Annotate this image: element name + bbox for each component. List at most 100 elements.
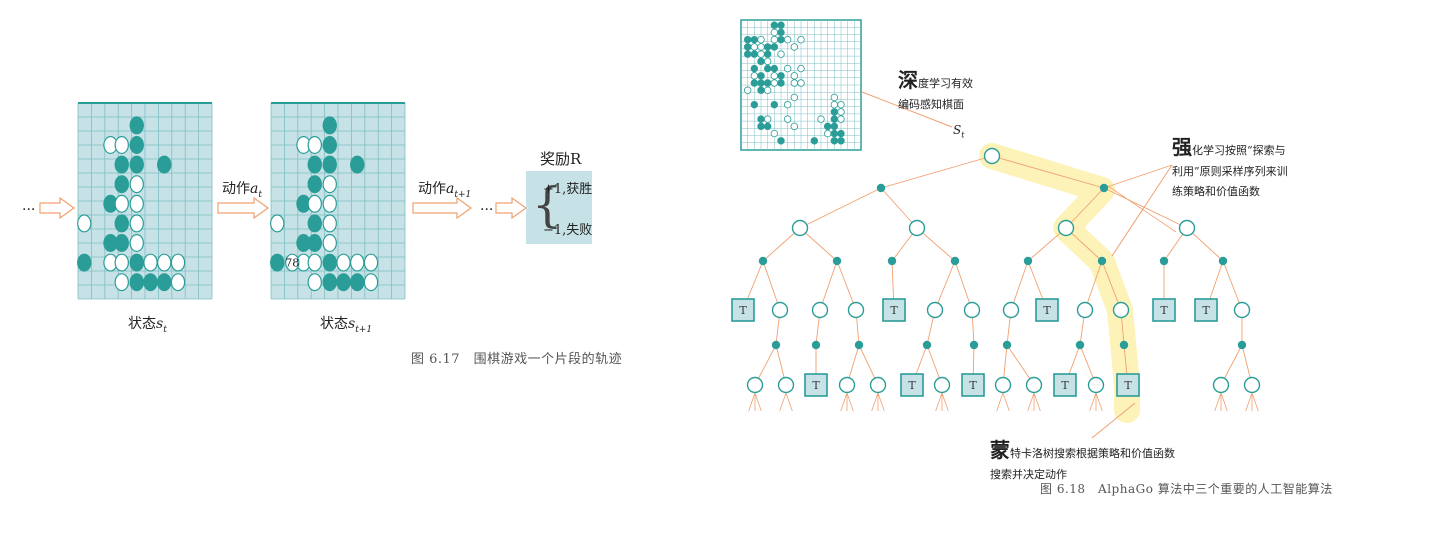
mini-black-stone <box>777 28 785 37</box>
tree-stub <box>941 392 949 412</box>
mini-white-stone <box>837 115 845 123</box>
black-stone <box>307 234 322 253</box>
move-78-stone <box>285 253 300 272</box>
tree-node-dot <box>758 256 768 266</box>
tree-node-open <box>1057 219 1075 237</box>
mini-black-stone <box>750 79 759 87</box>
tree-edge <box>1101 260 1122 311</box>
white-stone <box>129 214 144 233</box>
terminal-label: T <box>890 304 898 317</box>
tree-node-dot <box>1097 256 1107 266</box>
tree-node-terminal <box>1194 298 1218 322</box>
black-stone <box>322 155 337 174</box>
tree-node-open <box>1025 376 1043 394</box>
black-stone <box>350 155 365 174</box>
arrow-into-reward <box>495 196 528 220</box>
black-stone <box>307 175 322 194</box>
action1-label: 动作at <box>222 181 262 200</box>
mini-white-stone <box>830 100 839 109</box>
reward-win: +1,获胜 <box>543 182 593 197</box>
black-stone <box>307 214 322 233</box>
black-stone <box>129 136 144 155</box>
tree-edge <box>762 227 801 262</box>
root-state-label: St <box>953 123 965 140</box>
mini-black-stone <box>770 21 779 29</box>
black-stone <box>77 253 92 272</box>
mini-black-stone <box>770 43 779 51</box>
black-stone <box>114 234 129 253</box>
mini-black-stone <box>823 122 832 131</box>
white-stone <box>270 214 285 233</box>
tree-edge <box>934 260 956 311</box>
tree-edge <box>954 260 973 311</box>
mini-white-stone <box>830 93 839 102</box>
tree-edge <box>1084 260 1103 311</box>
mini-white-stone <box>797 35 805 44</box>
mini-white-stone <box>783 64 792 73</box>
tree-edge <box>1103 187 1188 229</box>
mini-white-stone <box>783 35 792 44</box>
reward-lose: −1,失败 <box>543 223 593 238</box>
black-stone <box>114 175 129 194</box>
black-stone <box>157 155 172 174</box>
black-stone <box>129 116 144 135</box>
tree-node-open <box>847 301 865 319</box>
mini-black-stone <box>743 50 752 58</box>
mini-white-stone <box>797 79 805 87</box>
tree-node-dot <box>876 183 886 193</box>
mini-black-stone <box>763 122 772 131</box>
tree-node-open <box>1112 301 1130 319</box>
mini-black-stone <box>777 137 785 145</box>
mini-black-stone <box>750 100 759 109</box>
mini-black-stone <box>763 43 772 51</box>
mini-black-stone <box>777 35 785 44</box>
tree-node-open <box>908 219 926 237</box>
mini-black-stone <box>763 79 772 87</box>
tree-stub <box>840 392 848 412</box>
mini-black-stone <box>757 72 765 80</box>
white-stone <box>307 273 322 292</box>
mini-black-stone <box>750 64 759 73</box>
tree-node-terminal <box>1053 373 1077 397</box>
caption-6-17: 图 6.17 围棋游戏一个片段的轨迹 <box>411 352 623 367</box>
mini-black-stone <box>763 50 772 58</box>
tree-edge <box>836 260 857 311</box>
annotation-mcts: 蒙特卡洛树搜索根据策略和价值函数 搜索并决定动作 <box>990 438 1175 481</box>
mini-white-stone <box>763 57 772 66</box>
mini-black-stone <box>750 50 759 58</box>
go-board-state1 <box>77 102 213 300</box>
mini-black-stone <box>757 57 765 66</box>
mini-black-stone <box>830 122 839 131</box>
mini-white-stone <box>837 100 845 109</box>
tree-node-dot <box>950 256 960 266</box>
mini-black-stone <box>770 64 779 73</box>
tree-node-open <box>1178 219 1196 237</box>
black-stone <box>114 214 129 233</box>
mini-black-stone <box>757 115 765 123</box>
tree-stub <box>779 392 787 412</box>
tree-node-terminal <box>1116 373 1140 397</box>
white-stone <box>307 253 322 272</box>
leader-deep <box>861 91 953 128</box>
tree-node-dot <box>854 340 864 350</box>
mini-white-stone <box>817 115 825 123</box>
tree-node-dot <box>1218 256 1228 266</box>
mini-white-stone <box>790 79 799 87</box>
mini-black-stone <box>837 137 845 145</box>
tree-node-dot <box>1075 340 1085 350</box>
white-stone <box>129 175 144 194</box>
mini-black-stone <box>810 137 819 145</box>
tree-stub <box>1251 392 1259 412</box>
tree-node-open <box>1087 376 1105 394</box>
terminal-label: T <box>908 379 916 392</box>
tree-edge <box>1065 187 1105 229</box>
tree-node-open <box>1233 301 1251 319</box>
tree-stub <box>996 392 1004 412</box>
tree-node-open <box>869 376 887 394</box>
white-stone <box>114 273 129 292</box>
tree-node-terminal <box>961 373 985 397</box>
mini-white-stone <box>777 50 785 58</box>
arrow-action2 <box>412 196 473 220</box>
tree-stub <box>1214 392 1222 412</box>
